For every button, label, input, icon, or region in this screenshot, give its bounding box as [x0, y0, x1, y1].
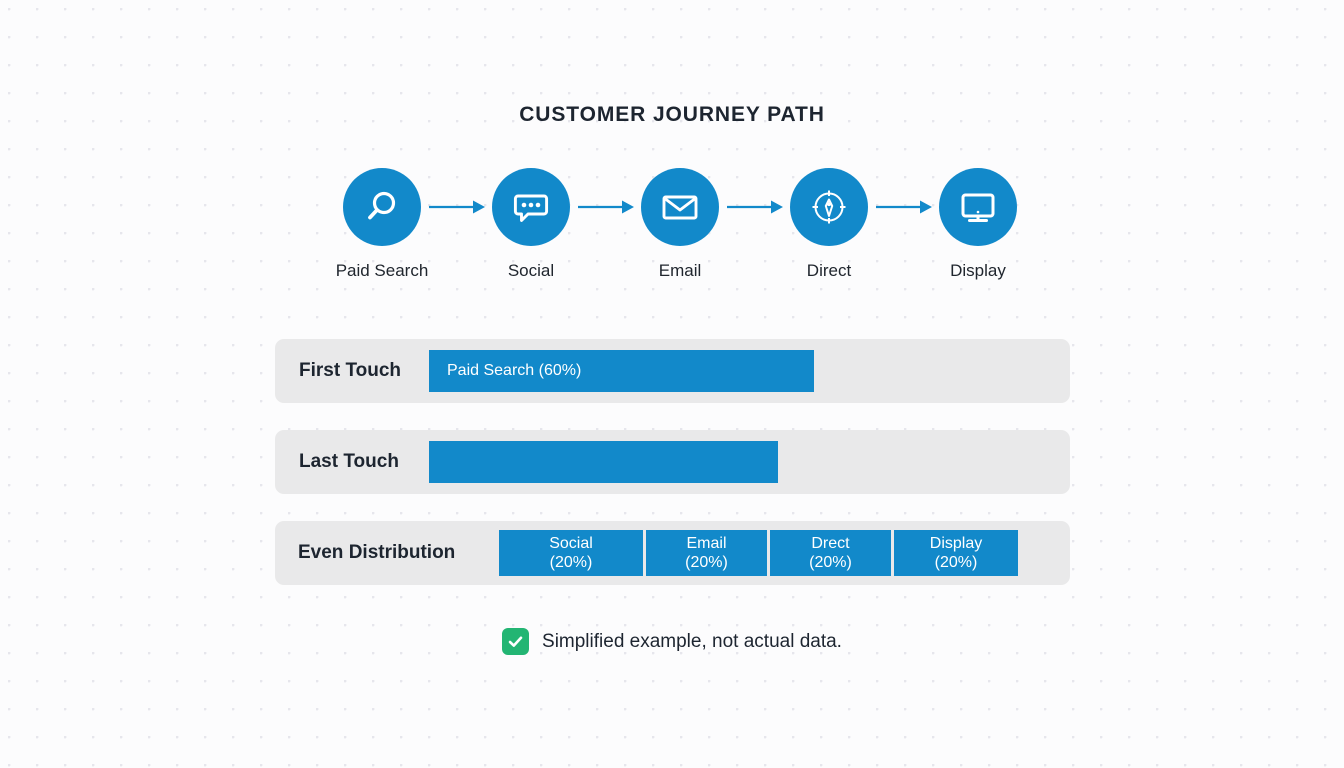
- attribution-bar-area: [429, 430, 1070, 494]
- segment-percent: (20%): [549, 554, 593, 571]
- attribution-row-label: First Touch: [299, 360, 402, 381]
- attribution-bar: Paid Search (60%): [429, 350, 814, 392]
- attribution-segment-email[interactable]: Email (20%): [646, 530, 767, 576]
- attribution-bar-label: Paid Search (60%): [447, 362, 582, 379]
- footnote-text: Simplified example, not actual data.: [542, 630, 842, 652]
- attribution-segment-display[interactable]: Display (20%): [894, 530, 1018, 576]
- page-title: CUSTOMER JOURNEY PATH: [519, 103, 825, 126]
- journey-node-label: Direct: [806, 261, 852, 280]
- attribution-row-label: Even Distribution: [298, 542, 456, 563]
- journey-node-circle: [492, 168, 570, 246]
- attribution-row-label: Last Touch: [299, 451, 399, 472]
- journey-node-label: Paid Search: [335, 261, 429, 280]
- journey-node-circle: [790, 168, 868, 246]
- segment-name: Social: [549, 535, 593, 552]
- arrow-right-icon: [567, 168, 644, 246]
- segment-name: Drect: [811, 535, 850, 552]
- footnote: Simplified example, not actual data.: [0, 628, 1344, 655]
- attribution-row-first-touch[interactable]: First Touch Paid Search (60%): [275, 339, 1070, 403]
- arrow-right-icon: [716, 168, 793, 246]
- attribution-bar-area: Social (20%) Email (20%) Drect (20%) Dis…: [499, 521, 1070, 585]
- attribution-segment-direct[interactable]: Drect (20%): [770, 530, 891, 576]
- customer-journey-path: Paid Search Social: [336, 168, 1020, 286]
- segment-percent: (20%): [685, 554, 728, 571]
- journey-node-direct[interactable]: Direct: [787, 168, 871, 281]
- journey-node-label: Social: [507, 261, 555, 280]
- journey-node-label: Display: [950, 261, 1006, 280]
- attribution-models-list: First Touch Paid Search (60%) Last Touch…: [275, 339, 1070, 612]
- journey-node-social[interactable]: Social: [489, 168, 573, 281]
- chat-bubble-icon: [511, 187, 551, 227]
- journey-node-email[interactable]: Email: [638, 168, 722, 281]
- journey-node-circle: [641, 168, 719, 246]
- segment-percent: (20%): [934, 554, 978, 571]
- segment-name: Display: [929, 535, 983, 552]
- journey-node-display[interactable]: Display: [936, 168, 1020, 281]
- envelope-icon: [659, 186, 701, 228]
- journey-node-paid-search[interactable]: Paid Search: [336, 168, 428, 281]
- segment-percent: (20%): [809, 554, 852, 571]
- arrow-right-icon: [865, 168, 942, 246]
- journey-node-label: Email: [658, 261, 702, 280]
- attribution-row-even-distribution[interactable]: Even Distribution Social (20%) Email (20…: [275, 521, 1070, 585]
- segment-name: Email: [686, 535, 727, 552]
- attribution-bar: [429, 441, 778, 483]
- attribution-bar-area: Paid Search (60%): [429, 339, 1070, 403]
- attribution-row-last-touch[interactable]: Last Touch: [275, 430, 1070, 494]
- journey-node-circle: [343, 168, 421, 246]
- compass-icon: [808, 186, 850, 228]
- arrow-right-icon: [418, 168, 495, 246]
- attribution-segmented-bar: Social (20%) Email (20%) Drect (20%) Dis…: [499, 530, 1018, 576]
- monitor-icon: [957, 186, 999, 228]
- search-icon: [362, 187, 402, 227]
- checkbox-checked-icon[interactable]: [502, 628, 530, 655]
- journey-node-circle: [939, 168, 1017, 246]
- attribution-segment-social[interactable]: Social (20%): [499, 530, 643, 576]
